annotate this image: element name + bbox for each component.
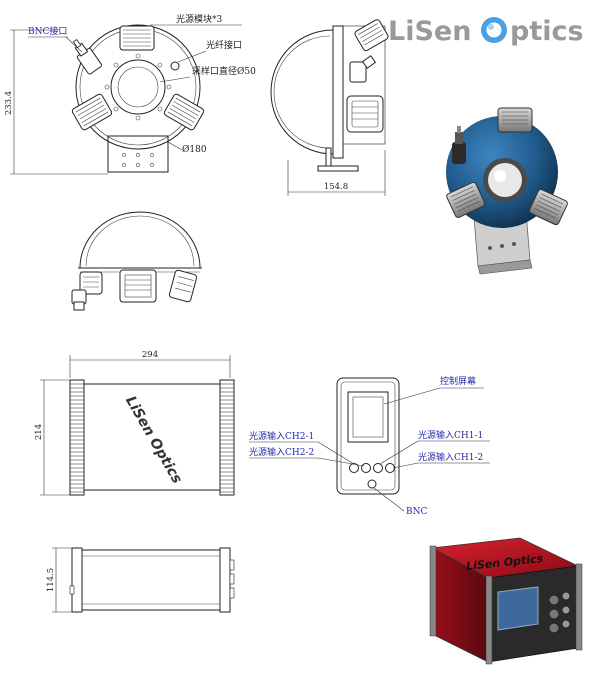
sphere-side-flange [332,25,344,159]
label-ch1-2: 光源输入CH1-2 [418,451,483,463]
sphere-side-dome [270,29,334,155]
label-ch2-2: 光源输入CH2-2 [249,446,314,458]
controller-front-screen [352,396,384,438]
controller-top-view: 294 214 LiSen Optics [34,350,235,496]
bnc-connector [72,38,103,75]
label-ch2-1: 光源输入CH2-1 [249,430,314,442]
dim-controller-depth: 214 [34,424,44,440]
side-light-module-lower [346,95,384,133]
label-sampling-port: 采样口直径Ø50 [192,65,256,77]
controller-top-rail-right [219,379,235,496]
light-module-right [163,93,205,131]
sphere-side-view: 154.8 [270,19,389,196]
controller-top-body [79,383,225,491]
port-ch2-2 [361,463,371,473]
label-light-modules: 光源模块*3 [176,13,223,25]
top-view-bnc [71,289,87,311]
port-ch2-1 [349,463,359,473]
label-bnc-port: BNC接口 [28,25,67,37]
sphere-outline [75,24,201,150]
controller-side-body [75,549,227,611]
sampling-port [110,59,166,115]
render-module-top [497,107,533,133]
label-ch1-1: 光源输入CH1-1 [418,429,483,441]
logo-o-inner [486,22,502,38]
dim-sphere-height: 233.4 [4,91,14,115]
label-fiber-port: 光纤接口 [206,39,242,51]
sphere-top-view [71,211,202,311]
controller-render: LiSen Optics [429,537,583,665]
top-view-module-left [79,271,103,295]
controller-front-screen-frame [347,391,389,443]
sphere-render-port [488,163,522,197]
controller-render-screen [497,586,539,631]
sphere-side-base [317,165,359,172]
top-view-module-right [168,269,198,303]
render-bnc [452,126,466,164]
render-module-left [446,181,486,218]
light-module-top [119,25,155,51]
dim-controller-width: 294 [142,350,158,360]
dim-controller-height: 114.5 [46,568,56,592]
logo-text-right: ptics [510,16,584,47]
top-view-module-center [119,269,157,303]
dim-sphere-width: 154.8 [324,182,348,192]
brand-logo: LiSen ptics [388,16,584,47]
controller-side-view: 114.5 [46,547,235,613]
render-module-right [528,189,568,226]
sphere-front-view: 233.4 [4,13,256,175]
label-sphere-diameter: Ø180 [182,144,207,155]
port-ch1-1 [373,463,383,473]
logo-o-highlight [488,24,494,30]
sphere-base-bracket [107,135,169,173]
logo-text-left: LiSen [388,16,471,47]
side-light-module-upper [354,19,389,52]
side-bnc-connector [349,55,377,83]
light-module-left [71,93,113,131]
label-control-screen: 控制屏幕 [440,375,476,387]
sphere-top-dome [79,211,201,269]
fiber-port [170,61,180,71]
controller-front-view: 控制屏幕 光源输入CH2-1 光源输入CH2-2 光源输入CH1-1 光源输入C… [249,375,490,517]
label-bnc: BNC [406,507,427,517]
controller-top-rail-left [69,379,85,496]
sphere-render [446,107,568,275]
port-bnc [367,479,377,489]
